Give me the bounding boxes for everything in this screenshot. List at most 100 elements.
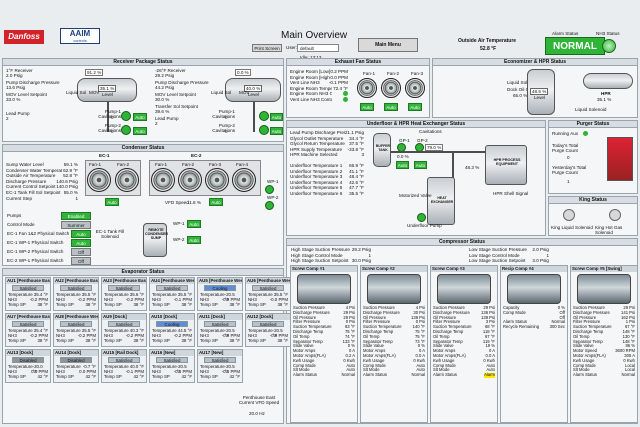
ec2-fan1-label: Fan-1 <box>155 162 168 167</box>
compressor-row-value: 0.0 A <box>485 352 495 358</box>
unit-name: AU11 [Dock] <box>198 314 242 320</box>
sump-wp1-label: WP-1 <box>173 221 185 226</box>
unit-status[interactable]: Satisfied <box>252 285 284 291</box>
left-pump1-auto-button[interactable]: Auto <box>133 113 147 121</box>
unit-status[interactable]: Cooling <box>204 285 236 291</box>
compressor-icon <box>297 274 351 304</box>
compressor-name: Screw Comp #3 <box>431 266 497 272</box>
ec2-wp-switch-button[interactable]: Off <box>71 257 91 265</box>
unit-temp-row: Temperature-20.5 °F <box>150 364 194 374</box>
unit-status[interactable]: Satisfied <box>252 321 284 327</box>
print-screen-button[interactable]: Print Screen <box>252 44 282 52</box>
exhaust-fan3-auto-button[interactable]: Auto <box>408 103 422 111</box>
gp2-auto-button[interactable]: Auto <box>414 161 427 169</box>
exhaust-fan2-auto-button[interactable]: Auto <box>384 103 398 111</box>
compressor-row-value: 148 °F <box>622 338 635 344</box>
gp1-auto-button[interactable]: Auto <box>396 161 409 169</box>
economizer-tank: 48.5 % Level <box>527 69 555 115</box>
main-menu-button[interactable]: Main Menu <box>358 38 418 52</box>
hpr-row-value: 21.1 Psig <box>344 130 364 135</box>
left-cav1-label: Pump-1 Cavitations <box>98 109 121 119</box>
unit-status[interactable]: Satisfied <box>12 321 44 327</box>
unit-status[interactable]: Satisfied <box>108 321 140 327</box>
exhaust-fan1-auto-button[interactable]: Auto <box>360 103 374 111</box>
unit-status[interactable]: Satisfied <box>60 285 92 291</box>
hs-value: 29.2 Psig <box>351 247 371 252</box>
compressor-row-label: Kwh Usage <box>363 357 385 363</box>
unit-status[interactable]: Satisfied <box>204 321 236 327</box>
unit-temp-label: Temperature <box>248 292 273 297</box>
pumps-enabled-button[interactable]: Enabled <box>61 212 91 220</box>
unit-status[interactable]: Disabled <box>12 357 44 363</box>
right-pump2-auto-button[interactable]: Auto <box>270 127 283 135</box>
unit-temp: 35.5 °F <box>81 292 96 297</box>
right-pump1-auto-button[interactable]: Auto <box>270 113 283 121</box>
sump-wp2-auto-button[interactable]: Auto <box>187 236 201 244</box>
unit-temp-label: Temperature <box>200 328 225 333</box>
unit-sp-label: Temp SP <box>152 302 170 307</box>
unit-sp-label: Temp SP <box>152 338 170 343</box>
unit-status[interactable]: Satisfied <box>156 357 188 363</box>
unit-status[interactable]: Satisfied <box>12 285 44 291</box>
unit-temp-row: Temperature-0.7 °F <box>54 364 98 369</box>
unit-status[interactable]: Satisfied <box>108 285 140 291</box>
vfd-value: 20.0 Hz <box>249 411 265 416</box>
unit-nh3-label: NH3 <box>152 297 161 302</box>
fan-switch-button[interactable]: Auto <box>71 230 91 238</box>
alarm-status-normal[interactable]: NORMAL <box>545 37 605 55</box>
unit-status[interactable]: Cooling <box>156 321 188 327</box>
ec2-fan-auto-button[interactable]: Auto <box>209 198 223 206</box>
pump-icon <box>265 185 274 194</box>
compressor-row-label: Oil Pressure <box>433 314 457 320</box>
unit-status[interactable]: Disabled <box>60 357 92 363</box>
wp2-switch-button[interactable]: Off <box>71 248 91 256</box>
unit-status[interactable]: Satisfied <box>156 285 188 291</box>
compressor-row-value: 29 Psi <box>483 305 495 310</box>
unit-nh3-row: NH3-0.9 PPM <box>198 297 242 302</box>
ec1-fan-auto-button[interactable]: Auto <box>105 198 119 206</box>
condenser-title: Condenser Status <box>3 145 283 152</box>
control-mode-button[interactable]: Summer <box>61 221 91 229</box>
unit-status[interactable]: Satisfied <box>108 357 140 363</box>
unit-status[interactable]: Satisfied <box>60 321 92 327</box>
unit-status[interactable]: Satisfied <box>204 357 236 363</box>
user-field[interactable]: default <box>297 44 339 52</box>
fan-icon <box>115 168 139 192</box>
unit-temp: -20.5 °F <box>176 364 187 374</box>
unit-nh3-row: NH3-0.1 PPM <box>102 369 146 374</box>
left-pump2-auto-button[interactable]: Auto <box>133 127 147 135</box>
wp1-switch-button[interactable]: Auto <box>71 239 91 247</box>
uf-pump-label: Underfloor Pump <box>407 223 442 228</box>
unit-nh3: -0.9 PPM <box>269 333 288 338</box>
right-level-readout: 0.0 % <box>235 69 251 76</box>
sump-wp1-auto-button[interactable]: Auto <box>187 220 201 228</box>
